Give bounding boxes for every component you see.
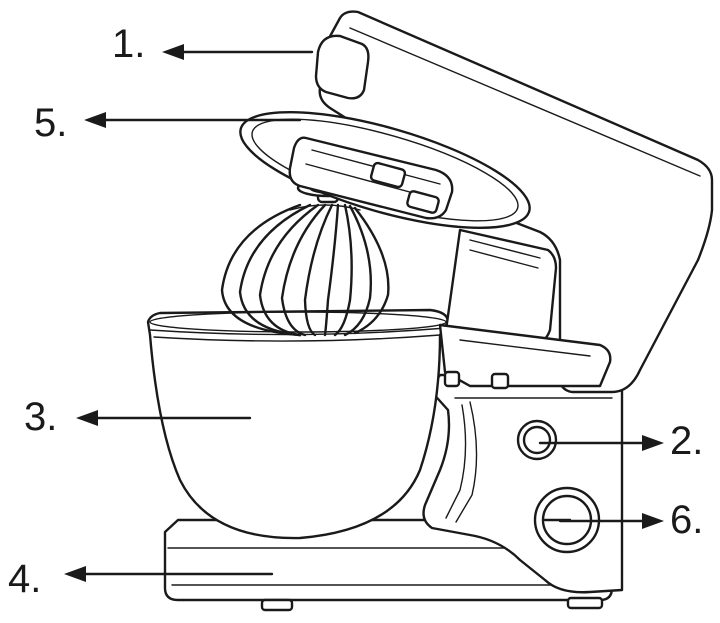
arrow-5 bbox=[84, 112, 302, 128]
mixing-bowl bbox=[146, 308, 450, 540]
arrow-4 bbox=[64, 566, 274, 582]
callout-1: 1. bbox=[112, 22, 145, 66]
speed-button bbox=[516, 419, 558, 461]
arrow-1 bbox=[162, 44, 314, 60]
splash-guard bbox=[239, 111, 531, 229]
callout-6: 6. bbox=[670, 498, 703, 542]
arrow-3 bbox=[76, 410, 252, 426]
callout-5: 5. bbox=[34, 101, 67, 145]
callout-3: 3. bbox=[24, 395, 57, 439]
callout-4: 4. bbox=[8, 557, 41, 601]
arrow-6 bbox=[558, 513, 664, 529]
callout-2: 2. bbox=[670, 419, 703, 463]
arrow-2 bbox=[538, 435, 664, 451]
